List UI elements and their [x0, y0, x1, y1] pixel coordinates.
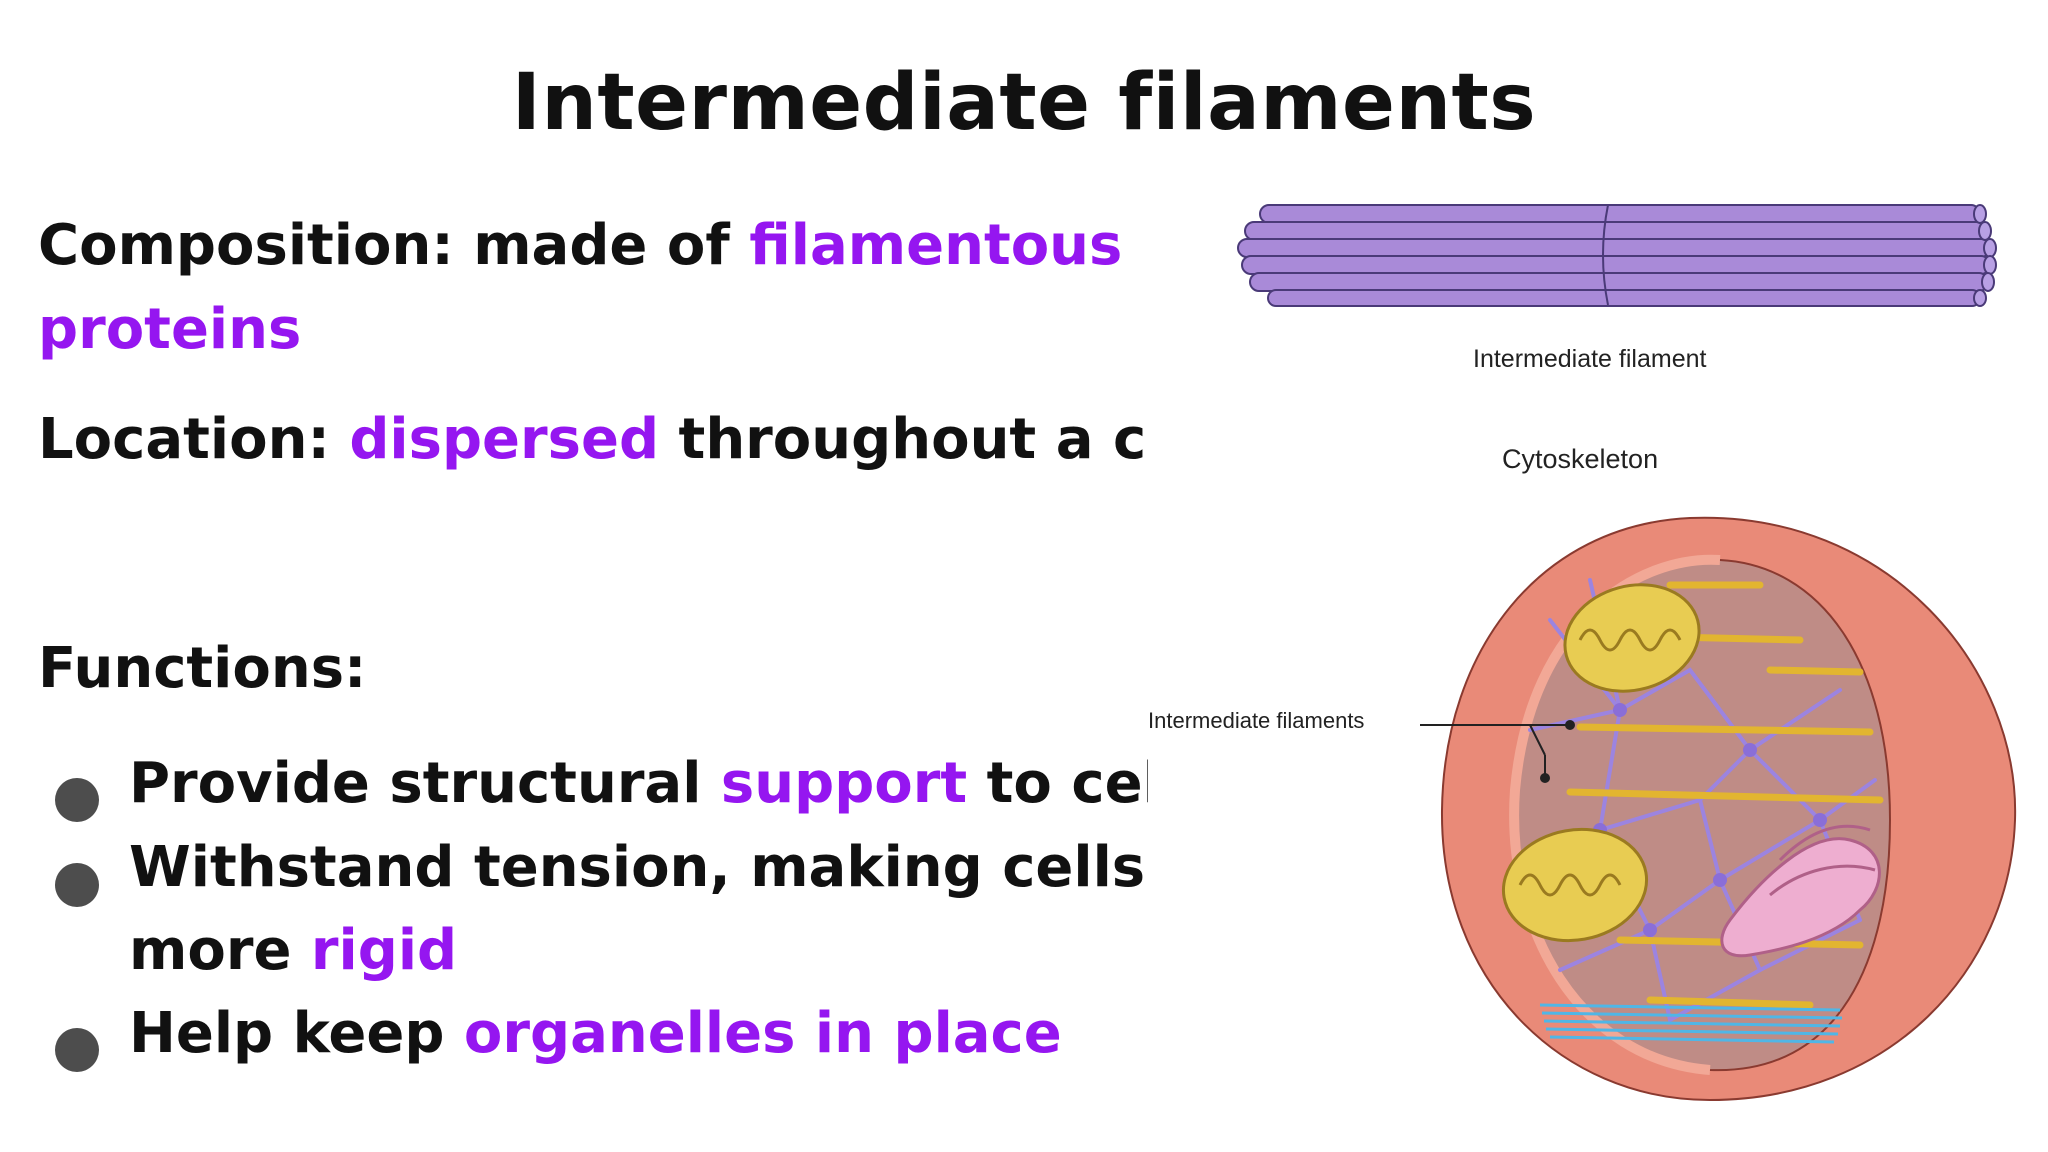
composition-line: Composition: made of filamentous — [38, 218, 1122, 274]
bullet-icon — [55, 1028, 99, 1072]
function-item-3-before: Help keep — [129, 1001, 464, 1066]
bullet-icon — [55, 778, 99, 822]
function-item-1-after: to cells — [986, 751, 1148, 816]
text-column: Composition: made of filamentous protein… — [38, 200, 1148, 1100]
cytoskeleton-title: Cytoskeleton — [1502, 444, 1659, 474]
composition-highlight-2: proteins — [38, 297, 302, 362]
location-rest: throughout a cell — [678, 407, 1148, 472]
function-item-2-line2: more rigid — [129, 923, 457, 979]
mitochondria — [1501, 583, 1701, 943]
function-item-1: Provide structural support to cells — [129, 756, 1148, 812]
bullet-icon — [55, 863, 99, 907]
function-item-2-line1: Withstand tension, making cells — [129, 835, 1146, 900]
location-line: Location: dispersed throughout a cell — [38, 412, 1148, 468]
composition-highlight-1: filamentous — [749, 213, 1123, 278]
functions-heading: Functions: — [38, 636, 367, 701]
function-item-3-highlight: organelles in place — [463, 1001, 1062, 1066]
function-item-1-before: Provide structural — [129, 751, 721, 816]
function-item-2-highlight: rigid — [310, 918, 458, 983]
filament-bundle-illustration — [1237, 204, 1997, 307]
intermediate-filaments-callout: Intermediate filaments — [1148, 708, 1365, 733]
function-item-1-highlight: support — [720, 751, 968, 816]
cell-cutaway-illustration — [1420, 516, 2017, 1102]
function-item-2-before: more — [129, 918, 311, 983]
location-highlight: dispersed — [349, 407, 660, 472]
location-label: Location: — [38, 407, 350, 472]
function-item-3: Help keep organelles in place — [129, 1006, 1062, 1062]
filament-caption: Intermediate filament — [1473, 345, 1707, 373]
page-title: Intermediate filaments — [511, 58, 1537, 148]
golgi-apparatus — [1720, 824, 1881, 958]
composition-label: Composition: made of — [38, 213, 750, 278]
